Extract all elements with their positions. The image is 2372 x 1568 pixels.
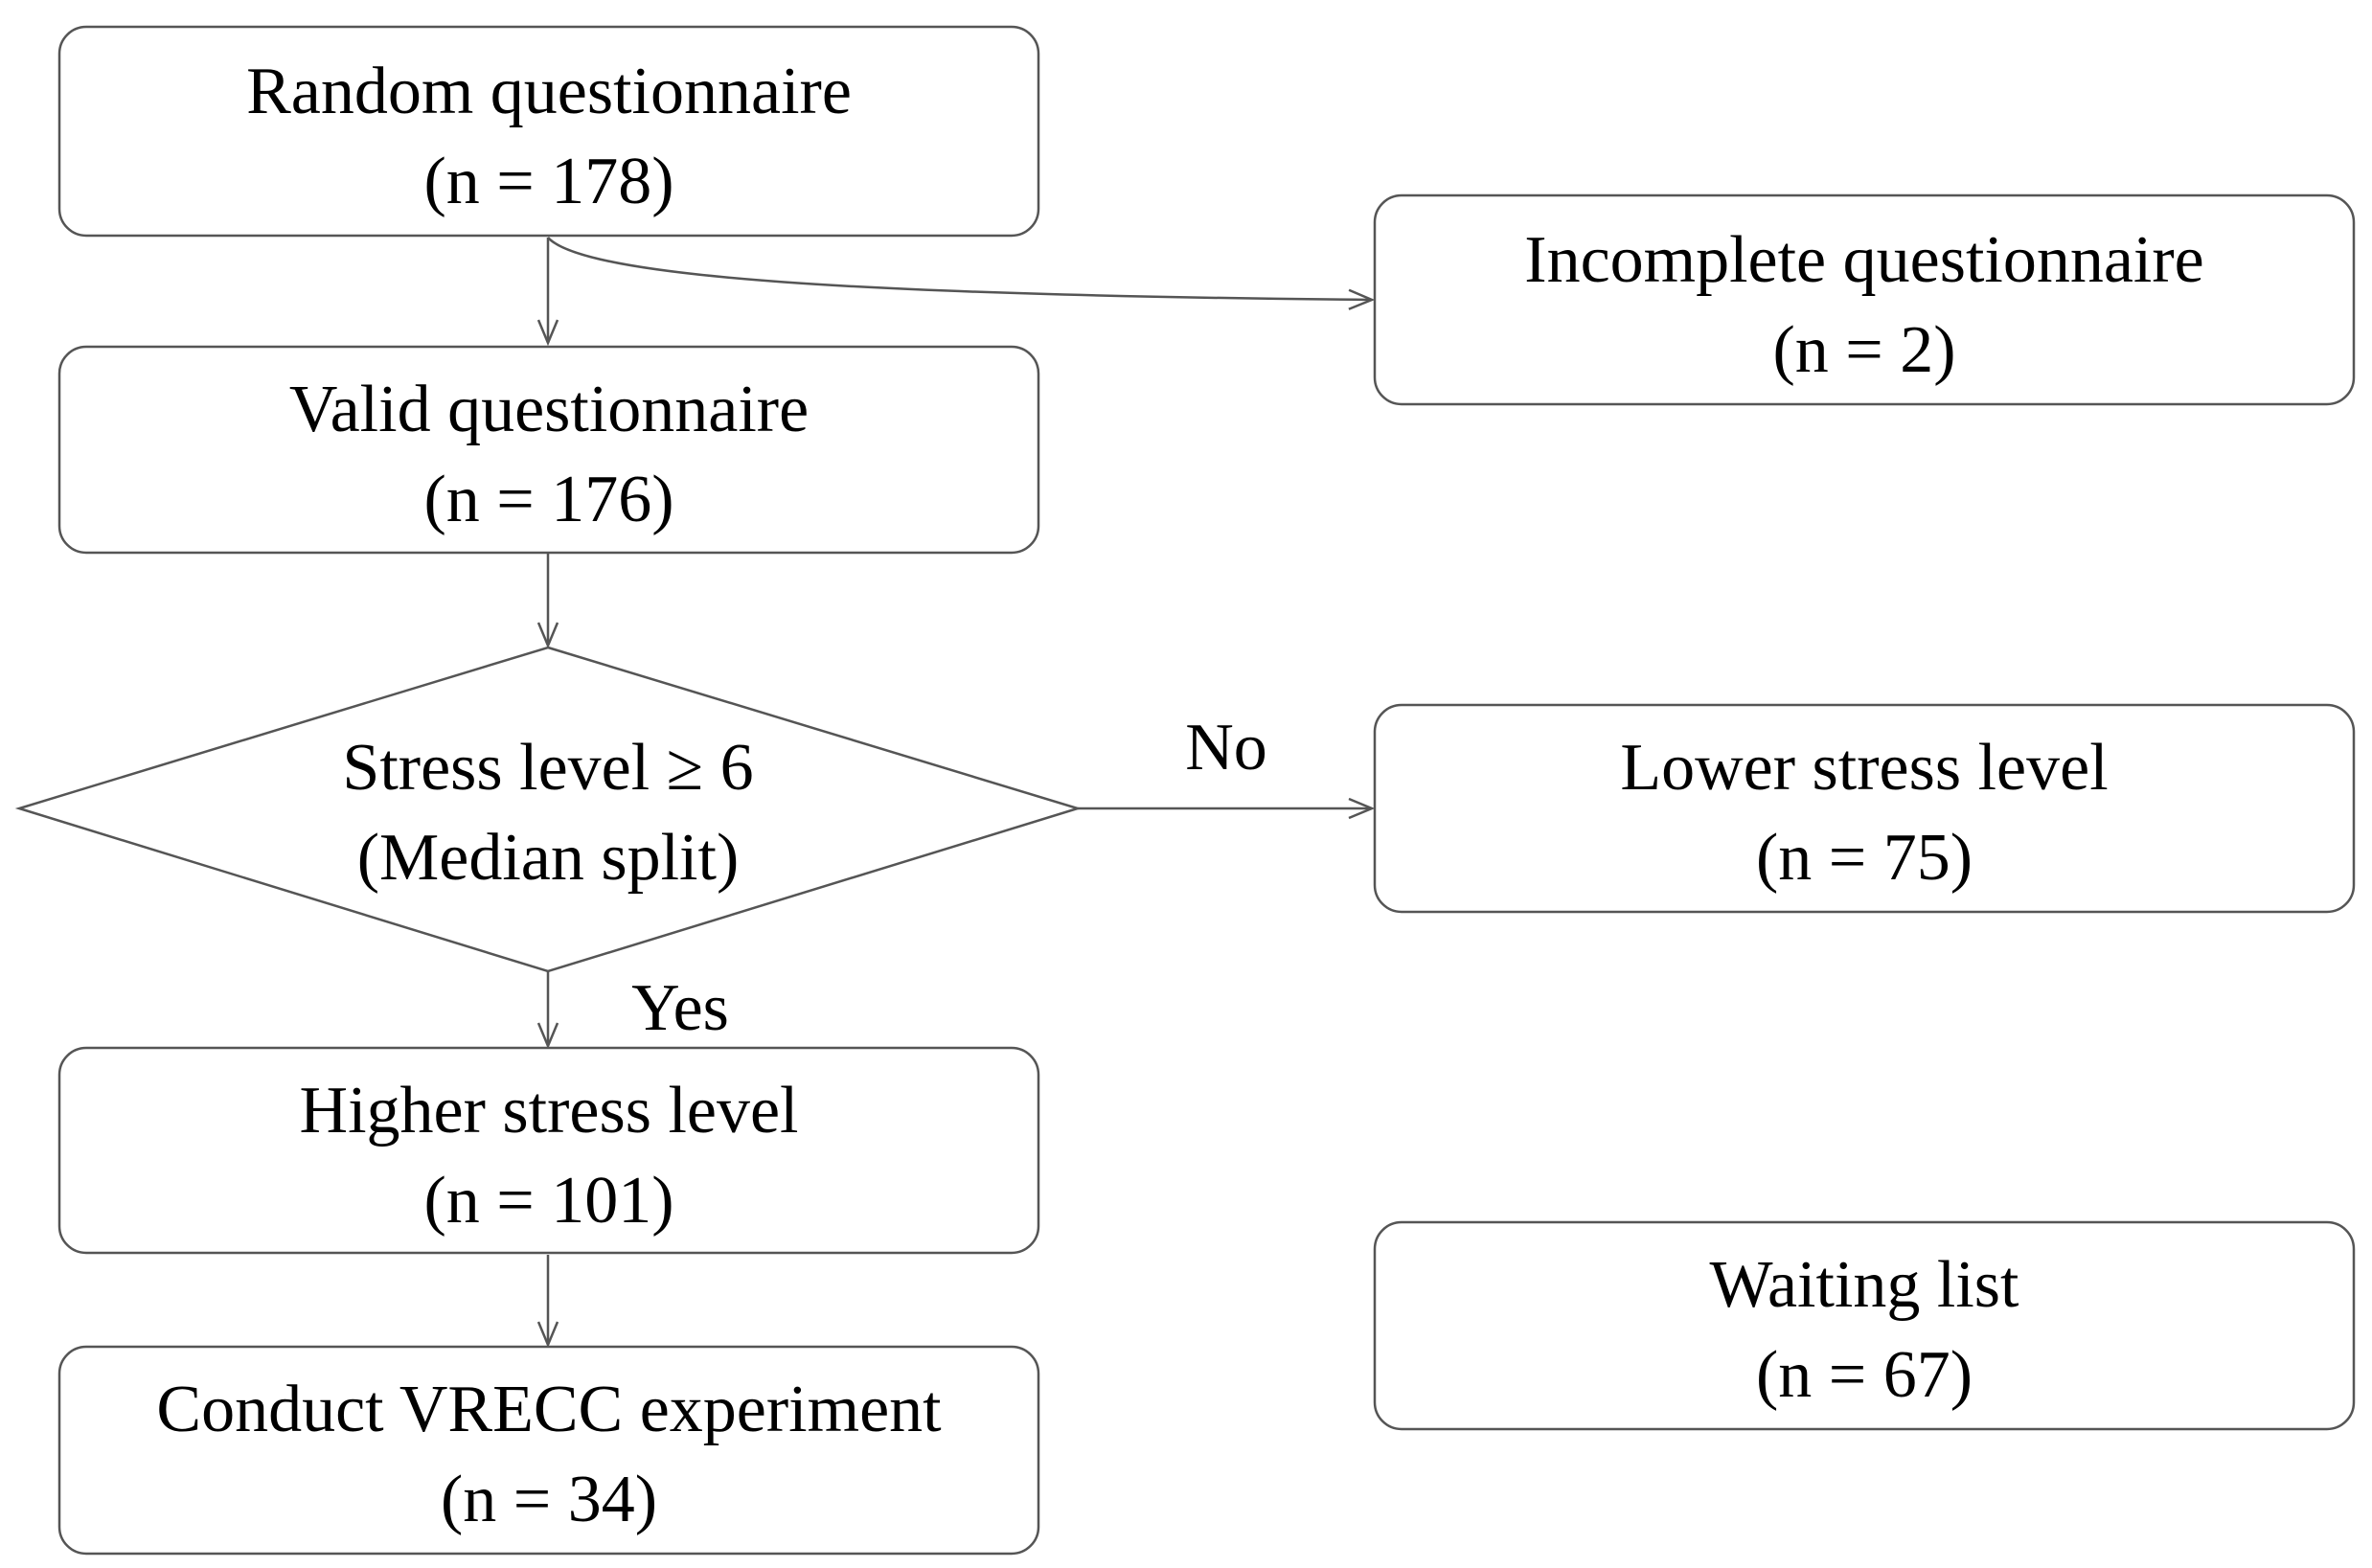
node-count: (n = 178): [423, 145, 673, 218]
yes-edge-label: Yes: [631, 971, 729, 1045]
node-count: (n = 34): [441, 1463, 657, 1536]
node-lower-stress: Lower stress level (n = 75): [1373, 703, 2356, 914]
node-title: Incomplete questionnaire: [1524, 223, 2203, 297]
node-valid-questionnaire: Valid questionnaire (n = 176): [57, 345, 1040, 555]
node-title: Lower stress level: [1620, 731, 2108, 805]
node-count: (n = 101): [423, 1164, 673, 1238]
node-higher-stress: Higher stress level (n = 101): [57, 1046, 1040, 1255]
connectors: [536, 237, 1376, 1349]
node-stress-decision: Stress level ≥ 6 (Median split): [14, 646, 1083, 973]
node-incomplete-questionnaire: Incomplete questionnaire (n = 2): [1373, 193, 2356, 406]
node-conduct-experiment: Conduct VRECC experiment (n = 34): [57, 1345, 1040, 1556]
node-title: Conduct VRECC experiment: [156, 1373, 942, 1446]
no-edge-label: No: [1185, 711, 1267, 784]
node-count: (n = 2): [1772, 313, 1955, 387]
decision-condition: Stress level ≥ 6: [342, 731, 753, 805]
node-title: Waiting list: [1710, 1248, 2020, 1322]
node-count: (n = 75): [1756, 821, 1973, 895]
node-count: (n = 176): [423, 463, 673, 536]
node-count: (n = 67): [1756, 1338, 1973, 1412]
node-title: Higher stress level: [300, 1074, 799, 1148]
node-title: Valid questionnaire: [289, 373, 809, 446]
node-random-questionnaire: Random questionnaire (n = 178): [57, 25, 1040, 238]
node-waiting-list: Waiting list (n = 67): [1373, 1220, 2356, 1431]
decision-subtitle: (Median split): [357, 821, 740, 895]
node-title: Random questionnaire: [246, 55, 852, 128]
arrow-random-to-incomplete: [547, 237, 1376, 310]
